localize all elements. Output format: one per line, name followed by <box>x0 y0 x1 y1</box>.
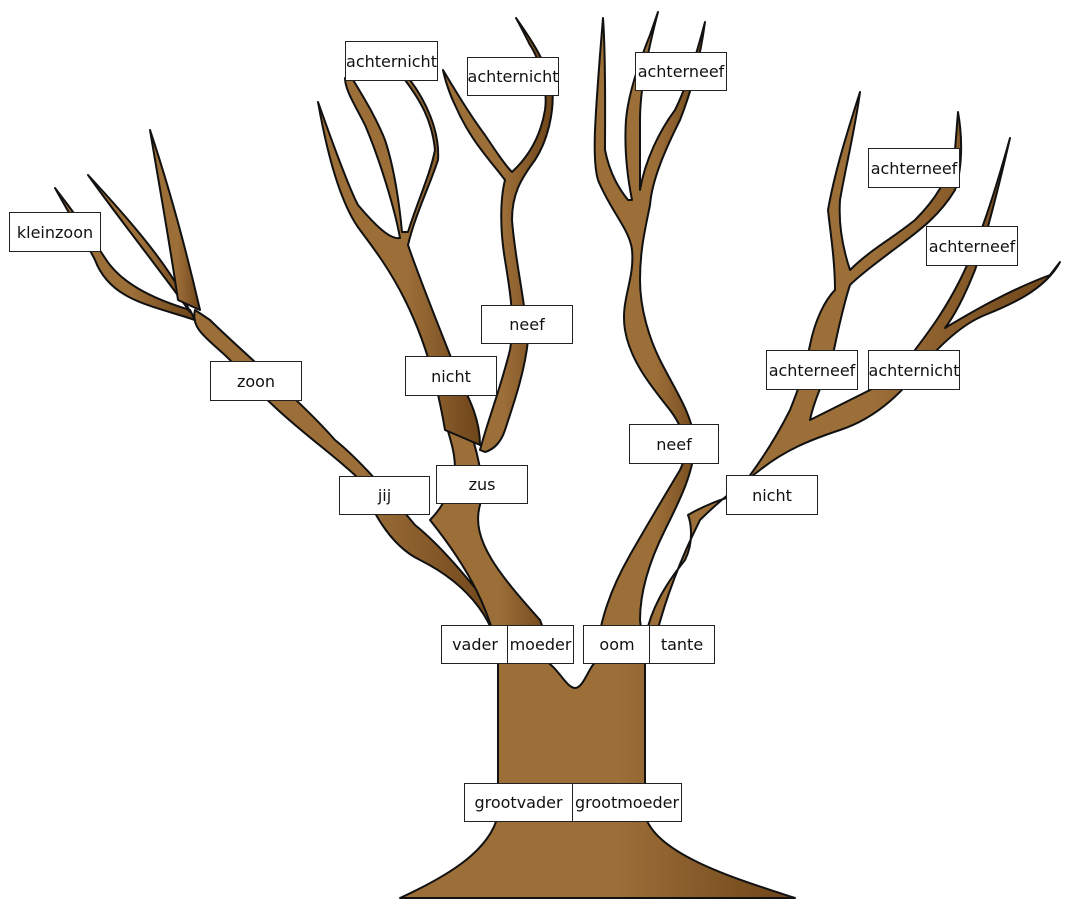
label-achterneef-r2: achterneef <box>926 226 1018 266</box>
label-zoon: zoon <box>210 361 302 401</box>
branch-neef-middle <box>593 11 706 661</box>
label-achterneef-top: achterneef <box>635 52 727 91</box>
label-moeder: moeder <box>507 625 574 664</box>
label-nicht-right: nicht <box>726 475 818 515</box>
label-jij: jij <box>339 476 430 515</box>
branch-zoon-twig-1 <box>54 187 196 321</box>
branch-left-main-inner <box>429 419 556 661</box>
label-achterneef-r3: achterneef <box>766 350 858 390</box>
label-achternicht-1: achternicht <box>345 41 438 81</box>
label-grootmoeder: grootmoeder <box>572 783 682 822</box>
tree-trunk <box>399 659 796 899</box>
label-zus: zus <box>436 465 528 504</box>
branch-nicht <box>317 77 481 446</box>
branch-zoon-twig-3 <box>149 129 201 311</box>
label-achterneef-r1: achterneef <box>868 148 960 188</box>
label-tante: tante <box>649 625 715 664</box>
label-neef-left: neef <box>481 305 573 344</box>
label-achternicht-r: achternicht <box>868 350 960 390</box>
label-vader: vader <box>441 625 509 664</box>
label-oom: oom <box>583 625 651 664</box>
label-achternicht-2: achternicht <box>467 57 559 96</box>
branch-nicht-right <box>644 91 1061 641</box>
label-kleinzoon: kleinzoon <box>9 212 101 252</box>
label-grootvader: grootvader <box>464 783 573 822</box>
label-neef-right: neef <box>629 424 719 464</box>
branch-zoon-twig-2 <box>87 174 191 313</box>
label-nicht-left: nicht <box>405 356 497 396</box>
